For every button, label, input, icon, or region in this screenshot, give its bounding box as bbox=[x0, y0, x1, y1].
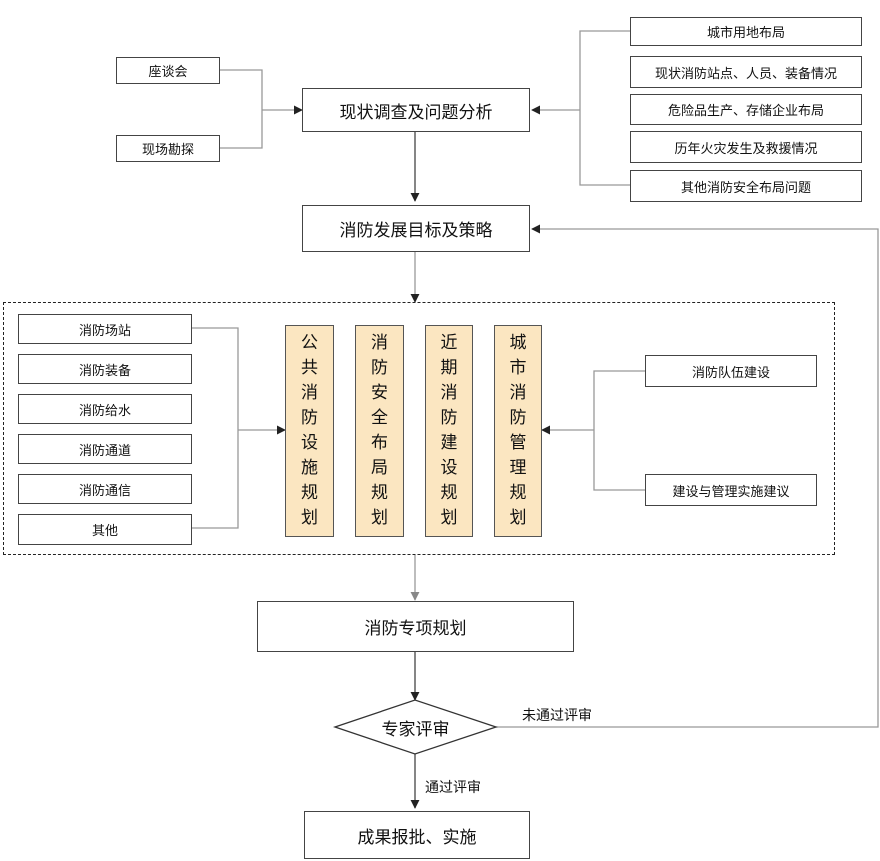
input-hazard-layout: 危险品生产、存储企业布局 bbox=[630, 94, 862, 125]
plan-label: 近期消防建设规划 bbox=[440, 333, 458, 528]
left-item-label: 消防场站 bbox=[78, 323, 131, 339]
input-fire-history-label: 历年火灾发生及救援情况 bbox=[674, 141, 818, 157]
plan-label: 公共消防设施规划 bbox=[301, 333, 318, 528]
pass-label: 通过评审 bbox=[425, 777, 481, 797]
input-station-status-label: 现状消防站点、人员、装备情况 bbox=[654, 66, 837, 82]
survey-box: 现状调查及问题分析 bbox=[302, 88, 530, 132]
plan-safety-layout: 消防安全布局规划 bbox=[355, 325, 404, 537]
input-forum-label: 座谈会 bbox=[148, 65, 188, 80]
left-item-access: 消防通道 bbox=[18, 434, 192, 464]
final-label: 成果报批、实施 bbox=[357, 827, 477, 848]
review-text: 专家评审 bbox=[381, 719, 450, 740]
input-fire-history: 历年火灾发生及救援情况 bbox=[630, 131, 862, 163]
arrow-feedback-loop bbox=[496, 224, 879, 728]
left-item-equipment: 消防装备 bbox=[18, 354, 192, 384]
right-item-label: 消防队伍建设 bbox=[691, 365, 770, 381]
input-land-use-label: 城市用地布局 bbox=[706, 26, 785, 41]
input-other-issues-label: 其他消防安全布局问题 bbox=[680, 180, 811, 196]
plans-container bbox=[3, 302, 835, 555]
right-item-implementation: 建设与管理实施建议 bbox=[645, 474, 817, 506]
fail-label: 未通过评审 bbox=[522, 705, 592, 725]
input-other-issues: 其他消防安全布局问题 bbox=[630, 170, 862, 202]
input-land-use: 城市用地布局 bbox=[630, 17, 862, 46]
input-hazard-layout-label: 危险品生产、存储企业布局 bbox=[667, 104, 824, 119]
goals-box: 消防发展目标及策略 bbox=[302, 205, 530, 252]
review-label: 专家评审 bbox=[335, 700, 496, 754]
goals-label: 消防发展目标及策略 bbox=[339, 221, 493, 241]
fail-text: 未通过评审 bbox=[522, 708, 592, 724]
left-item-other: 其他 bbox=[18, 514, 192, 545]
connector-right-items bbox=[542, 370, 645, 491]
left-item-label: 消防通信 bbox=[78, 483, 131, 499]
final-box: 成果报批、实施 bbox=[304, 811, 530, 859]
left-item-label: 消防给水 bbox=[78, 403, 131, 419]
plan-label: 消防安全布局规划 bbox=[371, 333, 388, 528]
survey-label: 现状调查及问题分析 bbox=[339, 102, 493, 123]
special-plan-label: 消防专项规划 bbox=[364, 619, 467, 639]
left-item-stations: 消防场站 bbox=[18, 314, 192, 344]
input-station-status: 现状消防站点、人员、装备情况 bbox=[630, 56, 862, 88]
connector-left-items bbox=[192, 327, 285, 529]
special-plan-box: 消防专项规划 bbox=[257, 601, 574, 652]
left-item-water: 消防给水 bbox=[18, 394, 192, 424]
review-diamond bbox=[332, 699, 499, 755]
plan-label: 城市消防管理规划 bbox=[509, 333, 527, 528]
connector-right-inputs bbox=[532, 30, 630, 186]
left-item-comms: 消防通信 bbox=[18, 474, 192, 504]
input-site-survey: 现场勘探 bbox=[116, 135, 220, 162]
input-site-survey-label: 现场勘探 bbox=[141, 143, 194, 158]
plan-near-term: 近期消防建设规划 bbox=[425, 325, 473, 537]
right-item-label: 建设与管理实施建议 bbox=[672, 484, 790, 500]
pass-text: 通过评审 bbox=[425, 780, 481, 796]
connector-left-inputs bbox=[220, 69, 302, 149]
input-forum: 座谈会 bbox=[116, 57, 220, 84]
left-item-label: 消防装备 bbox=[78, 363, 131, 379]
plan-management: 城市消防管理规划 bbox=[494, 325, 542, 537]
plan-public-facilities: 公共消防设施规划 bbox=[285, 325, 334, 537]
left-item-label: 其他 bbox=[91, 524, 118, 539]
left-item-label: 消防通道 bbox=[78, 443, 131, 459]
right-item-team: 消防队伍建设 bbox=[645, 355, 817, 387]
